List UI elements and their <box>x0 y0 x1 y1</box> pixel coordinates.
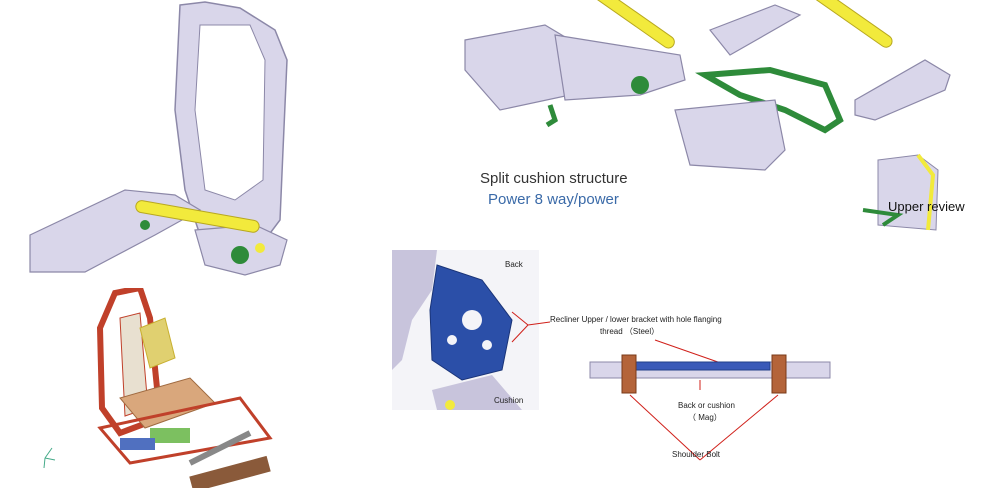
back-or-cushion-label: Back or cushion <box>678 401 735 410</box>
cross-section-diagram: Recliner Upper / lower bracket with hole… <box>500 300 840 470</box>
split-cushion-structure-image <box>455 0 965 180</box>
back-label: Back <box>505 260 523 269</box>
seat-assembly-image <box>40 288 285 488</box>
shoulder-bolt-label: Shoulder Bolt <box>672 450 721 459</box>
split-cushion-caption: Split cushion structure <box>480 170 628 187</box>
mag-label: （ Mag） <box>688 413 722 422</box>
recliner-callout-line2: thread （Steel） <box>600 327 660 336</box>
power-way-caption: Power 8 way/power <box>488 191 619 208</box>
seat-back-frame-image <box>25 0 290 278</box>
upper-review-caption: Upper review <box>888 199 965 214</box>
upper-review-image <box>858 150 946 235</box>
recliner-callout-line1: Recliner Upper / lower bracket with hole… <box>550 315 722 324</box>
cushion-label: Cushion <box>494 396 524 405</box>
recliner-closeup-image: Back Cushion <box>392 250 539 410</box>
